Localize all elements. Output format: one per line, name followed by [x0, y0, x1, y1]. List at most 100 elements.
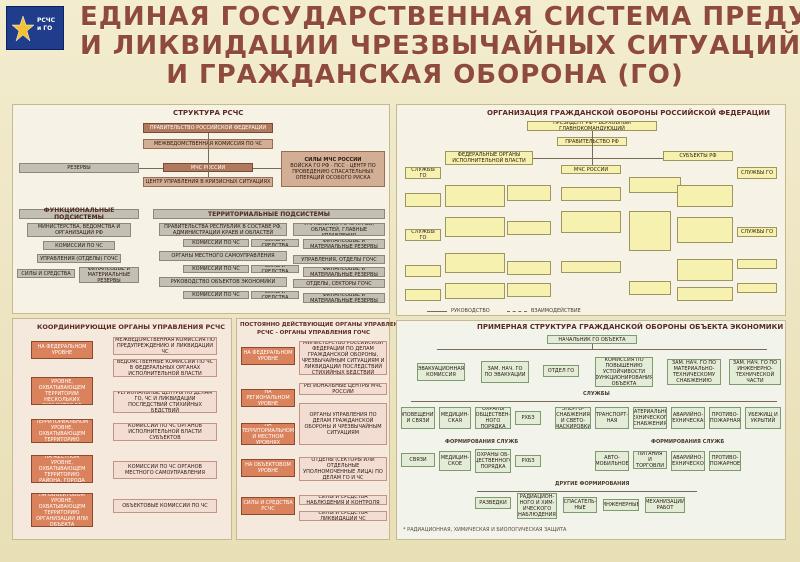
formation-5: АВТО-МОБИЛЬНОЕ: [595, 451, 629, 471]
service-3: ОХРАНЫ ОБЩЕСТВЕН-НОГО ПОРЯДКА: [475, 407, 511, 429]
box-upr-func: УПРАВЛЕНИЯ (ОТДЕЛЫ) ГОЧС: [37, 254, 121, 263]
box-go-j: [629, 211, 671, 251]
box-president: ПРЕЗИДЕНТ РФ – ВЕРХОВНЫЙ ГЛАВНОКОМАНДУЮЩ…: [527, 121, 657, 131]
top-zam-evac: ЗАМ. НАЧ. ГО ПО ЭВАКУАЦИИ: [481, 361, 529, 383]
box-go-w: [737, 283, 777, 293]
box-gov-subjects: ПРАВИТЕЛЬСТВА РЕСПУБЛИК В СОСТАВЕ РФ, АД…: [159, 223, 287, 236]
top-zam-mts: ЗАМ. НАЧ. ГО ПО МАТЕРИАЛЬНО-ТЕХНИЧЕСКОМУ…: [667, 359, 721, 385]
box-kchs-1: КОМИССИИ ПО ЧС: [183, 239, 249, 247]
service-2: МЕДИЦИН-СКАЯ: [439, 407, 471, 429]
box-go-m: [507, 261, 551, 275]
box-finres-func: ФИНАНСОВЫЕ И МАТЕРИАЛЬНЫЕ РЕЗЕРВЫ: [79, 267, 139, 283]
coord-body-4: КОМИССИИ ПО ЧС ОРГАНОВ ИСПОЛНИТЕЛЬНОЙ ВЛ…: [113, 423, 217, 441]
box-gochs-cities: УПРАВЛЕНИЯ, ОТДЕЛЫ ГОЧС: [293, 255, 385, 264]
box-go-e: [677, 185, 733, 207]
other-5: МЕХАНИЗАЦИИ РАБОТ: [645, 497, 685, 513]
title-line-3: И ГРАЖДАНСКАЯ ОБОРОНА (ГО): [166, 60, 684, 90]
top-zam-eng: ЗАМ. НАЧ. ГО ПО ИНЖЕНЕРНО-ТЕХНИЧЕСКОЙ ЧА…: [729, 359, 781, 385]
legend-rukovodstvo: РУКОВОДСТВО: [451, 308, 490, 314]
box-subj-sluzhby: СЛУЖБЫ ГО: [737, 167, 777, 179]
formation-2: МЕДИЦИН-СКОЕ: [439, 451, 471, 471]
panel-go-organization: ОРГАНИЗАЦИЯ ГРАЖДАНСКОЙ ОБОРОНЫ РОССИЙСК…: [396, 104, 786, 316]
service-6: ТРАНСПОРТ-НАЯ: [595, 407, 629, 429]
perm-body-3: ОРГАНЫ УПРАВЛЕНИЯ ПО ДЕЛАМ ГРАЖДАНСКОЙ О…: [299, 403, 387, 445]
perm-forces-1: СИЛЫ И СРЕДСТВА НАБЛЮДЕНИЯ И КОНТРОЛЯ: [299, 495, 387, 505]
box-fed-sluzhby: СЛУЖБЫ ГО: [405, 167, 441, 179]
box-kchs-2: КОМИССИИ ПО ЧС: [183, 265, 249, 273]
coord-body-1: МЕЖВЕДОМСТВЕННАЯ КОМИССИЯ ПО ПРЕДУПРЕЖДЕ…: [113, 337, 217, 355]
formation-6: ПИТАНИЯ И ТОРГОВЛИ: [633, 451, 667, 469]
box-federal: ФЕДЕРАЛЬНЫЕ ОРГАНЫ ИСПОЛНИТЕЛЬНОЙ ВЛАСТИ: [445, 151, 533, 165]
coord-level-3: НА ТЕРРИТОРИАЛЬНОМ УРОВНЕ, ОХВАТЫВАЮЩЕМ …: [31, 419, 93, 443]
title-line-1: ЕДИНАЯ ГОСУДАРСТВЕННАЯ СИСТЕМА ПРЕДУПРЕЖ…: [80, 2, 800, 32]
service-10: УБЕЖИЩ И УКРЫТИЙ: [745, 407, 781, 429]
box-go-v: [677, 287, 733, 301]
service-1: ОПОВЕЩЕНИЯ И СВЯЗИ: [401, 407, 435, 429]
service-7: МАТЕРИАЛЬНО-ТЕХНИЧЕСКОГО СНАБЖЕНИЯ: [633, 407, 667, 429]
star-icon: [11, 15, 35, 42]
box-mchs-go: МЧС РОССИИ: [561, 165, 621, 174]
box-go-s: [445, 283, 505, 299]
box-go-o: [677, 259, 733, 281]
go-org-title: ОРГАНИЗАЦИЯ ГРАЖДАНСКОЙ ОБОРОНЫ РОССИЙСК…: [487, 109, 770, 117]
coord-title: КООРДИНИРУЮЩИЕ ОРГАНЫ УПРАВЛЕНИЯ РСЧС: [37, 323, 226, 331]
service-8: АВАРИЙНО-ТЕХНИЧЕСКАЯ: [671, 407, 705, 429]
structure-title: СТРУКТУРА РСЧС: [173, 109, 244, 117]
box-go-u: [629, 281, 671, 295]
formations-label-right: ФОРМИРОВАНИЯ СЛУЖБ: [651, 439, 725, 445]
perm-level-3: НА ТЕРРИТОРИАЛЬНОМ И МЕСТНОМ УРОВНЯХ: [241, 423, 295, 445]
panel-permanent: ПОСТОЯННО ДЕЙСТВУЮЩИЕ ОРГАНЫ УПРАВЛЕНИЯ …: [236, 318, 407, 540]
box-center: ЦЕНТР УПРАВЛЕНИЯ В КРИЗИСНЫХ СИТУАЦИЯХ: [143, 177, 273, 187]
box-sily-3: СИЛЫ И СРЕДСТВА: [251, 291, 299, 299]
top-commission: КОМИССИЯ ПО ПОВЫШЕНИЮ УСТОЙЧИВОСТИ ФУНКЦ…: [595, 357, 653, 387]
box-go-p: [405, 265, 441, 277]
formation-4: РХБЗ: [515, 455, 541, 467]
top-evac: ЭВАКУАЦИОННАЯ КОМИССИЯ: [417, 363, 465, 381]
box-go-sluzhby-2: СЛУЖБЫ ГО: [405, 229, 441, 241]
title-line-2: И ЛИКВИДАЦИИ ЧРЕЗВЫЧАЙНЫХ СИТУАЦИЙ (РСЧС…: [80, 31, 800, 61]
box-finres-2: ФИНАНСОВЫЕ И МАТЕРИАЛЬНЫЕ РЕЗЕРВЫ: [303, 267, 385, 277]
rhbz-footnote: * РАДИАЦИОННАЯ, ХИМИЧЕСКАЯ И БИОЛОГИЧЕСК…: [403, 527, 567, 533]
box-reserves: РЕЗЕРВЫ: [19, 163, 139, 173]
box-go-b: [507, 185, 551, 201]
coord-body-6: ОБЪЕКТОВЫЕ КОМИССИИ ПО ЧС: [113, 499, 217, 513]
formation-8: ПРОТИВО-ПОЖАРНОЕ: [709, 451, 741, 471]
coord-level-2: НА РЕГИОНАЛЬНОМ УРОВНЕ, ОХВАТЫВАЮЩЕМ ТЕР…: [31, 377, 93, 405]
panel-object-go: ПРИМЕРНАЯ СТРУКТУРА ГРАЖДАНСКОЙ ОБОРОНЫ …: [396, 320, 786, 540]
coord-body-5: КОМИССИИ ПО ЧС ОРГАНОВ МЕСТНОГО САМОУПРА…: [113, 461, 217, 479]
object-go-title: ПРИМЕРНАЯ СТРУКТУРА ГРАЖДАНСКОЙ ОБОРОНЫ …: [477, 323, 784, 331]
box-go-a: [445, 185, 505, 207]
service-5: ЭНЕРГО-СНАБЖЕНИЯ И СВЕТО-МАСКИРОВКИ: [555, 407, 591, 429]
box-go-d: [629, 177, 681, 193]
other-3: СПАСАТЕЛЬ-НЫЕ: [563, 497, 597, 513]
other-1: РАЗВЕДКИ: [475, 497, 511, 509]
other-label: ДРУГИЕ ФОРМИРОВАНИЯ: [555, 481, 630, 487]
box-go-n: [561, 261, 621, 273]
box-go-f: [405, 193, 441, 207]
legend-vzaimodeystvie: ВЗАИМОДЕЙСТВИЕ: [531, 308, 581, 314]
formation-3: ОХРАНЫ ОБ-ЩЕСТВЕННОГО ПОРЯДКА: [475, 449, 511, 473]
box-local: ОРГАНЫ МЕСТНОГО САМОУПРАВЛЕНИЯ: [159, 251, 287, 261]
box-go-k: [677, 217, 733, 243]
perm-level-4: НА ОБЪЕКТОВОМ УРОВНЕ: [241, 459, 295, 477]
perm-forces-2: СИЛЫ И СРЕДСТВА ЛИКВИДАЦИИ ЧС: [299, 511, 387, 521]
box-sily-func: СИЛЫ И СРЕДСТВА: [17, 269, 75, 278]
other-2: РАДИАЦИОН-НОГО И ХИМ-ИЧЕСКОГО НАБЛЮДЕНИЯ: [517, 493, 557, 519]
band-territorial: ТЕРРИТОРИАЛЬНЫЕ ПОДСИСТЕМЫ: [153, 209, 385, 219]
box-go-h: [507, 221, 551, 235]
perm-body-4: ОТДЕЛЫ (СЕКТОРЫ ИЛИ ОТДЕЛЬНЫЕ УПОЛНОМОЧЕ…: [299, 457, 387, 481]
coord-body-3: РЕГИОНАЛЬНЫЕ ЦЕНТРЫ ПО ДЕЛАМ ГО, ЧС И ЛИ…: [113, 391, 217, 413]
box-gochs-regions: УПРАВЛЕНИЯ ГОЧС КРАЕВ, ОБЛАСТЕЙ, ГЛАВНЫЕ…: [293, 223, 385, 236]
formation-1: СВЯЗИ: [401, 453, 435, 467]
coord-level-1: НА ФЕДЕРАЛЬНОМ УРОВНЕ: [31, 341, 93, 359]
box-go-i: [561, 211, 621, 233]
box-sectors: ОТДЕЛЫ, СЕКТОРЫ ГОЧС: [293, 279, 385, 288]
box-ministries: МИНИСТЕРСТВА, ВЕДОМСТВА И ОРГАНИЗАЦИИ РФ: [27, 223, 131, 237]
box-kchs-3: КОМИССИИ ПО ЧС: [183, 291, 249, 299]
box-go-l: [445, 253, 505, 273]
perm-title-2: РСЧС - ОРГАНЫ УПРАВЛЕНИЯ ГОЧС: [257, 330, 371, 336]
service-9: ПРОТИВО-ПОЖАРНАЯ: [709, 407, 741, 429]
